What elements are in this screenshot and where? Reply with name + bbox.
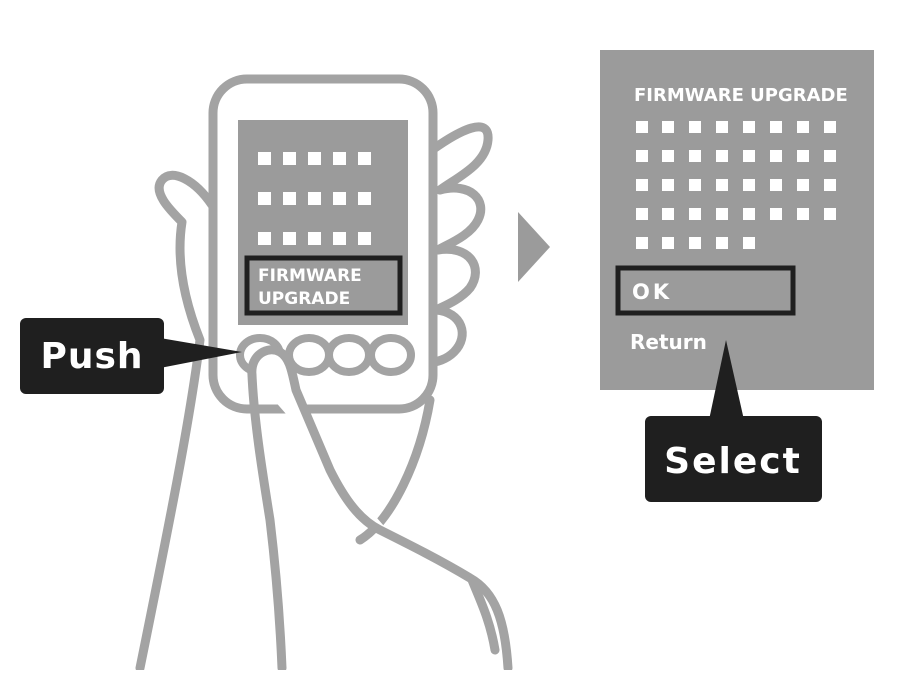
screen-square <box>636 237 648 249</box>
screen-square <box>797 150 809 162</box>
screen-square <box>824 121 836 133</box>
device-menu-line1: FIRMWARE <box>258 266 362 286</box>
device-button-4[interactable] <box>367 334 415 376</box>
screen-square <box>358 232 371 245</box>
push-label: Push <box>40 336 143 377</box>
screen-square <box>770 179 782 191</box>
arrow-right-icon <box>518 212 550 282</box>
screen-square <box>333 152 346 165</box>
screen-square <box>770 121 782 133</box>
select-label-box <box>645 416 822 502</box>
screen-square <box>662 237 674 249</box>
screen-square <box>743 208 755 220</box>
device-menu-line2: UPGRADE <box>258 289 350 309</box>
select-callout: Select <box>645 340 822 502</box>
screen-square <box>258 192 271 205</box>
screen-square <box>797 208 809 220</box>
screen-square <box>662 179 674 191</box>
screen-square <box>283 232 296 245</box>
screen-square <box>308 192 321 205</box>
screen-square <box>662 150 674 162</box>
left-hand-illustration <box>135 122 493 673</box>
screen-square <box>662 208 674 220</box>
screen-square <box>716 150 728 162</box>
device-screen-grid <box>258 152 371 245</box>
screen-square <box>689 121 701 133</box>
screen-square <box>258 232 271 245</box>
screen-square <box>689 208 701 220</box>
screen-square <box>636 179 648 191</box>
push-callout-pointer <box>160 338 242 368</box>
push-callout: Push <box>20 318 242 394</box>
device-menu-highlight <box>244 255 403 316</box>
screen-square <box>797 121 809 133</box>
zoomed-screen-grid <box>636 121 836 249</box>
ok-option-highlight[interactable] <box>615 265 796 316</box>
zoomed-screen-panel: FIRMWARE UPGRADE <box>600 50 874 390</box>
screen-square <box>689 237 701 249</box>
screen-square <box>662 121 674 133</box>
screen-square <box>333 232 346 245</box>
screen-square <box>333 192 346 205</box>
screen-square <box>743 121 755 133</box>
screen-square <box>743 179 755 191</box>
screen-square <box>258 152 271 165</box>
zoomed-screen-title: FIRMWARE UPGRADE <box>634 85 848 106</box>
screen-square <box>743 237 755 249</box>
screen-square <box>358 152 371 165</box>
screen-square <box>824 179 836 191</box>
ok-option-label: OK <box>632 280 672 304</box>
screen-square <box>283 152 296 165</box>
screen-square <box>716 121 728 133</box>
device-illustration: FIRMWARE UPGRADE <box>208 74 438 414</box>
screen-square <box>636 121 648 133</box>
screen-square <box>636 208 648 220</box>
screen-square <box>797 179 809 191</box>
push-label-box <box>20 318 164 394</box>
screen-square <box>358 192 371 205</box>
screen-square <box>824 208 836 220</box>
screen-square <box>636 150 648 162</box>
screen-square <box>743 150 755 162</box>
screen-square <box>716 237 728 249</box>
screen-square <box>770 150 782 162</box>
device-button-3[interactable] <box>325 334 373 376</box>
screen-square <box>308 152 321 165</box>
screen-square <box>770 208 782 220</box>
screen-square <box>716 208 728 220</box>
screen-square <box>308 232 321 245</box>
screen-square <box>689 150 701 162</box>
select-callout-pointer <box>709 340 744 420</box>
screen-square <box>689 179 701 191</box>
pointing-hand-illustration <box>247 345 513 673</box>
select-label: Select <box>664 441 802 482</box>
return-option-label[interactable]: Return <box>630 330 707 354</box>
screen-square <box>716 179 728 191</box>
screen-square <box>824 150 836 162</box>
screen-square <box>283 192 296 205</box>
